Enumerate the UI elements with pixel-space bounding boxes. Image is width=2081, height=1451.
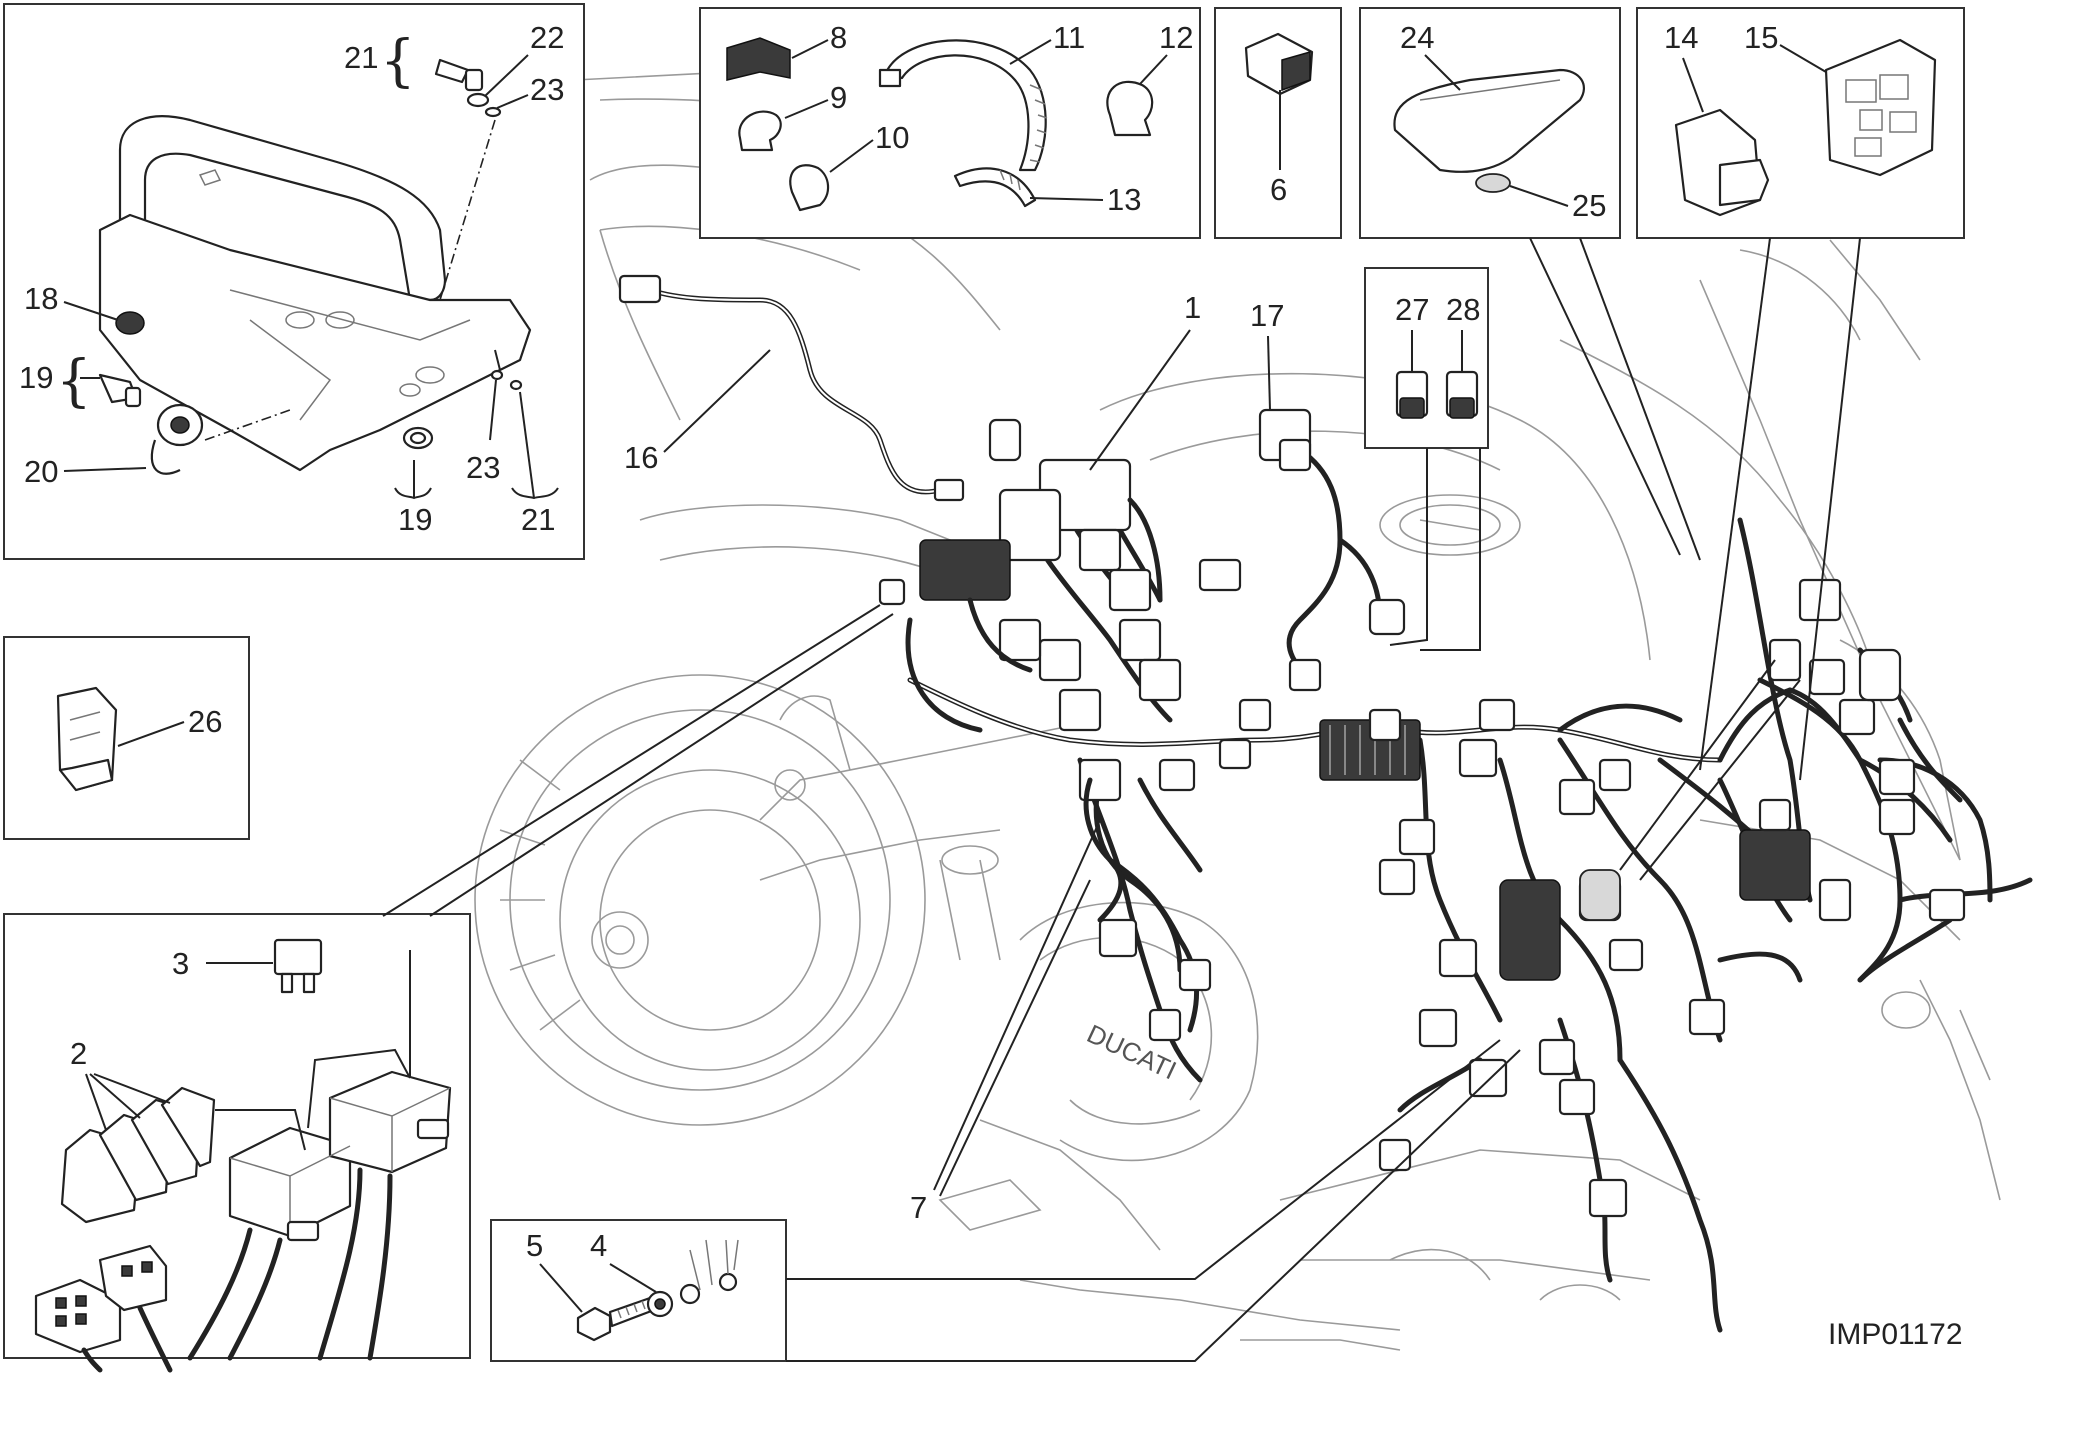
panel-cover-24-25: 24 25 [1359,7,1621,239]
callout-25: 25 [1572,188,1606,223]
callout-26: 26 [188,704,222,739]
main-wiring-harness [905,467,2033,1333]
callout-12: 12 [1159,20,1193,55]
panel-connector-6: 6 [1214,7,1342,239]
panel-cable-clips: 8 9 10 11 12 13 [699,7,1201,239]
callout-1: 1 [1184,290,1201,325]
image-code: IMP01172 [1828,1318,1963,1351]
panel-tail-tray: 21 { 22 23 18 19 { 20 23 19 21 [3,3,585,560]
panel-fuses-relays: 3 2 [3,913,471,1373]
panel-connector-26: 26 [3,636,250,840]
harness-16 [618,274,965,502]
svg-text:{: { [56,349,92,414]
callout-3: 3 [172,946,189,981]
motorcycle-background-sketch: DUCATI [474,69,2001,1351]
callout-11: 11 [1053,20,1085,55]
callout-28: 28 [1446,292,1480,327]
leader-lines: 1 16 17 7 [382,237,1861,1362]
callout-22: 22 [530,20,564,55]
callout-16: 16 [624,440,658,475]
callout-10: 10 [875,120,909,155]
callout-2: 2 [70,1036,87,1071]
callout-8: 8 [830,20,847,55]
callout-6: 6 [1270,172,1287,207]
callout-5: 5 [526,1228,543,1263]
callout-23-top: 23 [530,72,564,107]
callout-19-left: 19 [19,360,53,395]
callout-24: 24 [1400,20,1434,55]
callout-18: 18 [24,281,58,316]
callout-4: 4 [590,1228,607,1263]
harness-17 [1198,408,1406,692]
callout-9: 9 [830,80,847,115]
panel-covers-14-15: 14 15 [1636,7,1965,239]
callout-23-bottom: 23 [466,450,500,485]
callout-17: 17 [1250,298,1284,333]
harness-branch-7 [1083,777,1212,1042]
callout-21-bottom: 21 [521,502,555,537]
panel-fasteners-4-5: 5 4 [490,1219,787,1362]
callout-14: 14 [1664,20,1698,55]
svg-text:{: { [380,29,416,94]
callout-21-top: 21 [344,40,378,75]
callout-15: 15 [1744,20,1778,55]
callout-19-bottom: 19 [398,502,432,537]
relay-fuse-cluster [878,418,1182,732]
callout-27: 27 [1395,292,1429,327]
callout-13: 13 [1107,182,1141,217]
panel-connectors-27-28: 27 28 [1364,267,1489,449]
callout-7: 7 [910,1190,927,1225]
callout-20: 20 [24,454,58,489]
